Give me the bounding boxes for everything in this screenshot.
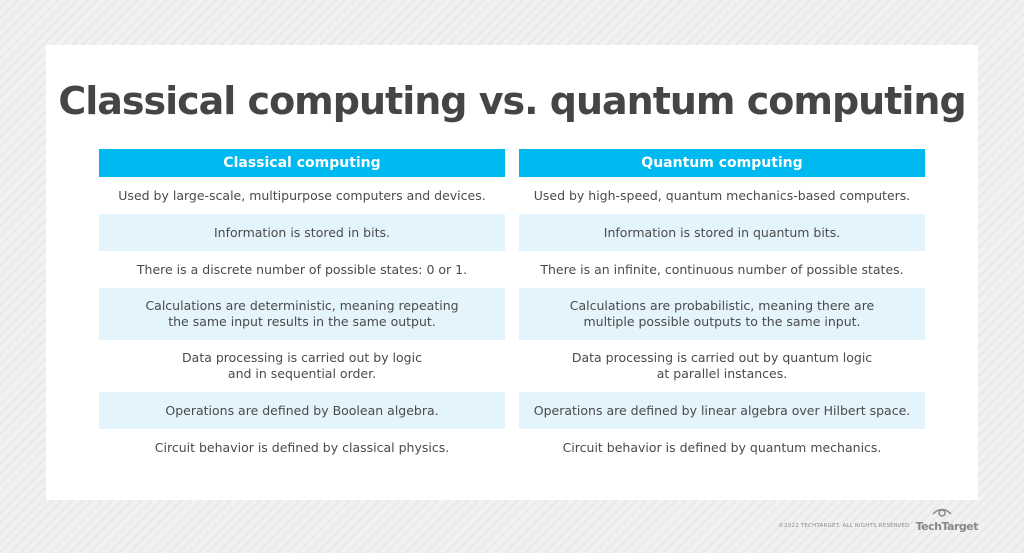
techtarget-logo: TechTarget (915, 508, 979, 533)
row-text: Information is stored in bits. (214, 224, 390, 240)
column-header: Quantum computing (519, 149, 925, 177)
table-row: Information is stored in bits. (99, 214, 505, 251)
row-text: There is an infinite, continuous number … (540, 261, 904, 277)
row-text-line: Calculations are deterministic, meaning … (145, 298, 459, 313)
row-text: There is a discrete number of possible s… (136, 261, 468, 277)
row-text-line: the same input results in the same outpu… (168, 314, 436, 329)
row-text: Circuit behavior is defined by classical… (154, 439, 450, 455)
row-text-line: Calculations are probabilistic, meaning … (569, 298, 875, 313)
row-text-line: Data processing is carried out by quantu… (571, 350, 873, 365)
logo-text: TechTarget (915, 520, 979, 533)
table-row: Calculations are probabilistic, meaning … (519, 288, 925, 340)
table-row: Calculations are deterministic, meaning … (99, 288, 505, 340)
eye-icon (932, 508, 952, 517)
table-row: Data processing is carried out by quantu… (519, 340, 925, 392)
table-row: Used by large-scale, multipurpose comput… (99, 177, 505, 214)
table-row: Operations are defined by Boolean algebr… (99, 392, 505, 429)
row-text: Used by high-speed, quantum mechanics-ba… (533, 187, 911, 203)
table-row: There is an infinite, continuous number … (519, 251, 925, 288)
row-text: Information is stored in quantum bits. (603, 224, 841, 240)
copyright: ©2022 TECHTARGET. ALL RIGHTS RESERVED (778, 523, 910, 529)
footer: ©2022 TECHTARGET. ALL RIGHTS RESERVED Te… (778, 508, 979, 533)
row-text: Operations are defined by Boolean algebr… (165, 402, 439, 418)
page-title: Classical computing vs. quantum computin… (58, 79, 966, 123)
column-header: Classical computing (99, 149, 505, 177)
table-row: Operations are defined by linear algebra… (519, 392, 925, 429)
row-text-line: Data processing is carried out by logic (182, 350, 422, 365)
table-row: There is a discrete number of possible s… (99, 251, 505, 288)
row-text: Circuit behavior is defined by quantum m… (562, 439, 882, 455)
row-text-line: and in sequential order. (227, 366, 377, 381)
table-row: Circuit behavior is defined by quantum m… (519, 429, 925, 466)
table-row: Used by high-speed, quantum mechanics-ba… (519, 177, 925, 214)
table-row: Information is stored in quantum bits. (519, 214, 925, 251)
table-row: Circuit behavior is defined by classical… (99, 429, 505, 466)
row-text-line: multiple possible outputs to the same in… (583, 314, 861, 329)
row-text: Used by large-scale, multipurpose comput… (118, 187, 486, 203)
row-text-line: at parallel instances. (656, 366, 788, 381)
comparison-card: Classical computing vs. quantum computin… (46, 45, 978, 500)
row-text: Operations are defined by linear algebra… (533, 402, 911, 418)
